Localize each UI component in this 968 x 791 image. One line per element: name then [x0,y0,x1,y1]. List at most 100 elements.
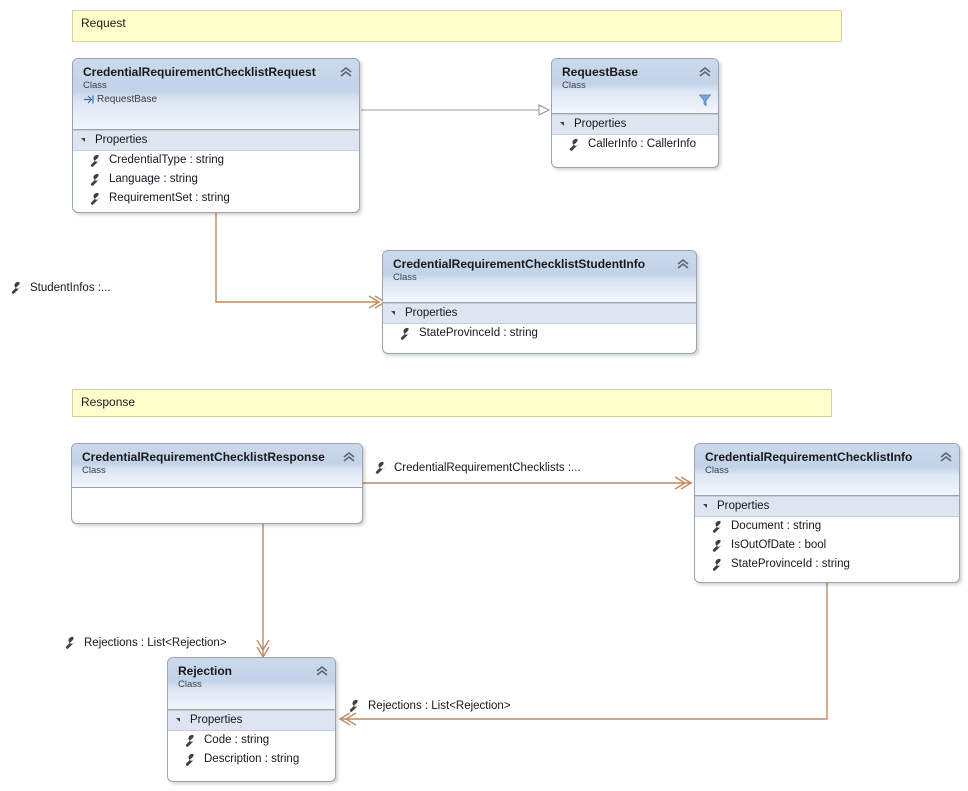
class-name: CredentialRequirementChecklistResponse [82,450,325,464]
arrowhead-info [674,476,693,490]
class-body: Properties CredentialType : string Langu… [73,130,359,208]
member-label: Document : string [731,520,822,532]
wrench-icon [185,734,195,747]
class-body: Properties CallerInfo : CallerInfo [552,114,718,154]
class-base-label: RequestBase [97,94,158,105]
wrench-icon [712,520,722,533]
group-label: Properties [95,134,148,146]
association-request-to-studentinfo [215,213,378,303]
member-row[interactable]: CredentialType : string [73,151,359,170]
class-stereotype: Class [83,80,107,91]
group-row-properties[interactable]: Properties [383,303,696,324]
wrench-icon [569,138,579,151]
group-row-properties[interactable]: Properties [168,710,335,731]
wrench-icon [400,327,410,340]
association-label-text: Rejections : List<Rejection> [84,637,227,649]
member-row[interactable]: StateProvinceId : string [695,555,959,574]
chevron-up-icon[interactable] [342,450,356,464]
expander-triangle-icon[interactable] [176,718,180,722]
class-stereotype: Class [178,679,202,690]
chevron-up-icon[interactable] [698,65,712,79]
expander-triangle-icon[interactable] [391,311,395,315]
expander-triangle-icon[interactable] [560,122,564,126]
class-stereotype: Class [705,465,729,476]
wrench-icon [349,699,359,712]
member-label: Language : string [109,173,198,185]
class-name: CredentialRequirementChecklistInfo [705,450,913,464]
class-header[interactable]: CredentialRequirementChecklistInfo Class [695,444,959,496]
class-stereotype: Class [82,465,106,476]
class-body: Properties Code : string Description : s… [168,710,335,769]
class-rejection[interactable]: Rejection Class Properties Code : string [167,657,336,782]
group-label: Properties [717,500,770,512]
class-request-base[interactable]: RequestBase Class Properties CallerInfo … [551,58,719,168]
class-name: CredentialRequirementChecklistRequest [83,65,316,79]
member-row[interactable]: StateProvinceId : string [383,324,696,343]
class-header[interactable]: CredentialRequirementChecklistResponse C… [72,444,362,488]
arrowhead-rejection-right [338,712,357,726]
association-label-credential-requirement-checklists[interactable]: CredentialRequirementChecklists :... [374,461,581,475]
class-credential-requirement-checklist-student-info[interactable]: CredentialRequirementChecklistStudentInf… [382,250,697,354]
filter-icon[interactable] [699,94,711,107]
arrowhead-rejection-top [256,639,270,659]
group-label: Properties [190,714,243,726]
member-row[interactable]: IsOutOfDate : bool [695,536,959,555]
wrench-icon [185,753,195,766]
member-row[interactable]: Language : string [73,170,359,189]
group-row-properties[interactable]: Properties [73,130,359,151]
banner-response-label: Response [81,395,136,409]
wrench-icon [90,154,100,167]
class-credential-requirement-checklist-response[interactable]: CredentialRequirementChecklistResponse C… [71,443,363,524]
group-row-properties[interactable]: Properties [552,114,718,135]
member-row[interactable]: CallerInfo : CallerInfo [552,135,718,154]
chevron-up-icon[interactable] [939,450,953,464]
member-label: Code : string [204,734,270,746]
expander-triangle-icon[interactable] [81,138,85,142]
banner-request[interactable]: Request [72,10,842,42]
wrench-icon [712,539,722,552]
class-header[interactable]: Rejection Class [168,658,335,710]
wrench-icon [11,281,21,294]
class-body-empty [72,488,362,518]
class-base-type: RequestBase [83,93,333,106]
class-credential-requirement-checklist-info[interactable]: CredentialRequirementChecklistInfo Class… [694,443,960,583]
class-header[interactable]: CredentialRequirementChecklistStudentInf… [383,251,696,303]
association-label-rejections-from-response[interactable]: Rejections : List<Rejection> [64,636,227,650]
expander-triangle-icon[interactable] [703,504,707,508]
member-row[interactable]: Document : string [695,517,959,536]
class-header[interactable]: RequestBase Class [552,59,718,114]
inheritance-arrow-icon [84,95,94,104]
member-label: StateProvinceId : string [419,327,538,339]
class-body: Properties Document : string IsOutOfDate… [695,496,959,574]
group-label: Properties [405,307,458,319]
wrench-icon [90,192,100,205]
member-row[interactable]: Description : string [168,750,335,769]
chevron-up-icon[interactable] [315,664,329,678]
class-name: Rejection [178,664,233,678]
class-body: Properties StateProvinceId : string [383,303,696,343]
wrench-icon [712,558,722,571]
member-label: Description : string [204,753,300,765]
member-label: CallerInfo : CallerInfo [588,138,697,150]
chevron-up-icon[interactable] [676,257,690,271]
association-label-rejections-from-info[interactable]: Rejections : List<Rejection> [348,699,511,713]
chevron-up-icon[interactable] [339,65,353,79]
banner-request-label: Request [81,16,126,30]
member-label: StateProvinceId : string [731,558,850,570]
banner-response[interactable]: Response [72,389,832,417]
wrench-icon [375,461,385,474]
member-label: IsOutOfDate : bool [731,539,827,551]
association-label-text: CredentialRequirementChecklists :... [394,462,581,474]
class-credential-requirement-checklist-request[interactable]: CredentialRequirementChecklistRequest Cl… [72,58,360,213]
class-header[interactable]: CredentialRequirementChecklistRequest Cl… [73,59,359,130]
wrench-icon [90,173,100,186]
group-label: Properties [574,118,627,130]
association-label-student-infos[interactable]: StudentInfos :... [10,281,111,295]
member-row[interactable]: Code : string [168,731,335,750]
group-row-properties[interactable]: Properties [695,496,959,517]
class-name: CredentialRequirementChecklistStudentInf… [393,257,646,271]
wrench-icon [65,636,75,649]
class-name: RequestBase [562,65,639,79]
member-row[interactable]: RequirementSet : string [73,189,359,208]
